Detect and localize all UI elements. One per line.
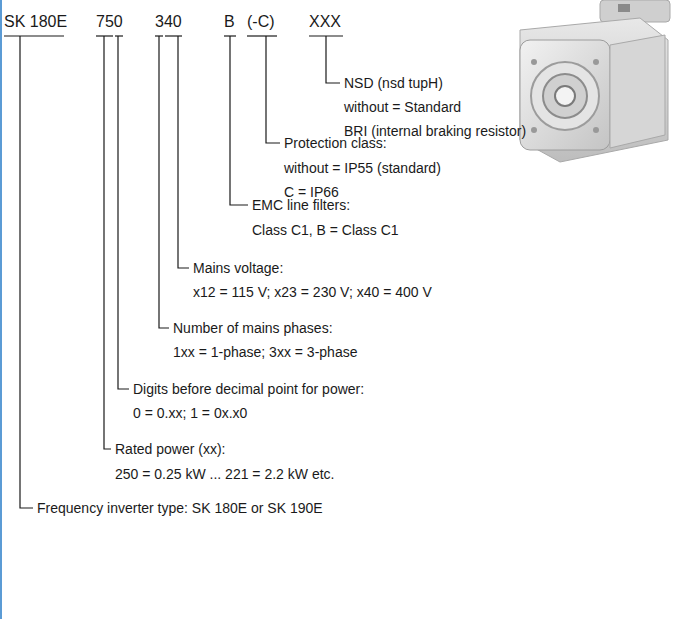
code-note: x12 = 115 V; x23 = 230 V; x40 = 400 V xyxy=(193,283,432,301)
code-heading: Number of mains phases: xyxy=(173,319,333,337)
code-heading: Rated power (xx): xyxy=(115,440,225,458)
code-heading: Mains voltage: xyxy=(193,259,283,277)
gear-motor-photo xyxy=(520,0,670,162)
type-code: 340 xyxy=(155,12,182,32)
code-heading: Frequency inverter type: SK 180E or SK 1… xyxy=(37,499,323,517)
leader-lines xyxy=(4,36,343,508)
type-code: XXX xyxy=(309,12,341,32)
code-note: Class C1, B = Class C1 xyxy=(252,221,399,239)
code-note: without = Standard xyxy=(344,98,461,116)
code-note: without = IP55 (standard) xyxy=(284,159,441,177)
code-heading: Protection class: xyxy=(284,134,387,152)
code-heading: EMC line filters: xyxy=(252,196,350,214)
type-code: (-C) xyxy=(247,12,275,32)
code-heading: NSD (nsd tupH) xyxy=(344,74,443,92)
code-note: 0 = 0.xx; 1 = 0x.x0 xyxy=(133,404,247,422)
frame-line xyxy=(0,0,2,619)
code-heading: Digits before decimal point for power: xyxy=(133,380,364,398)
code-note: 250 = 0.25 kW ... 221 = 2.2 kW etc. xyxy=(115,465,334,483)
type-code: 750 xyxy=(96,12,123,32)
type-code: B xyxy=(224,12,235,32)
code-note: 1xx = 1-phase; 3xx = 3-phase xyxy=(173,343,357,361)
type-code: SK 180E xyxy=(4,12,67,32)
